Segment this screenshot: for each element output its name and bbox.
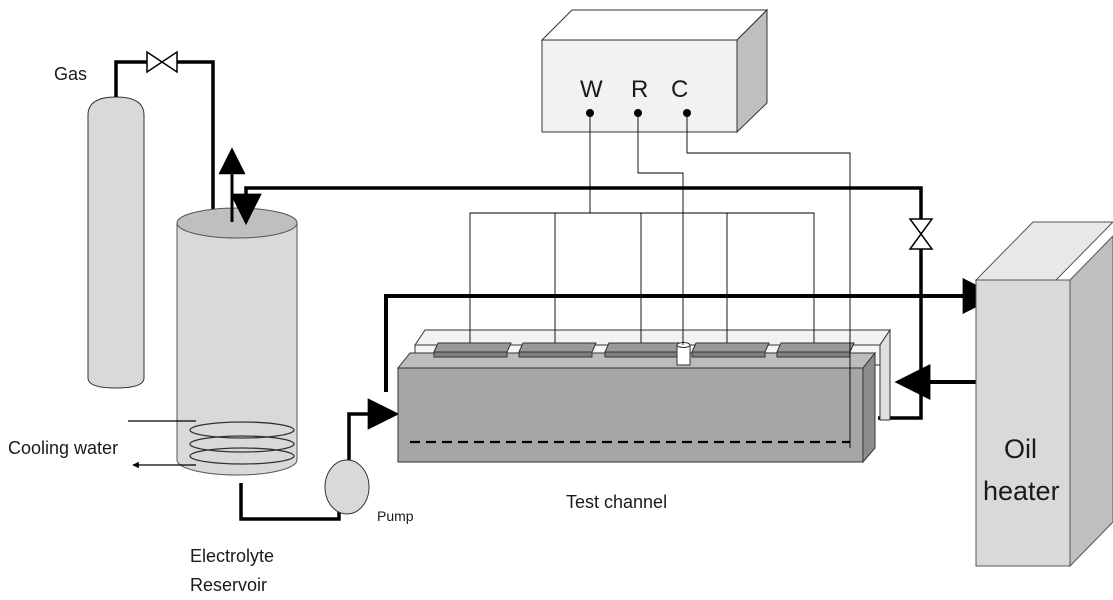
test-channel-label: Test channel <box>566 492 667 512</box>
potentiostat <box>540 8 769 134</box>
cooling-water-label: Cooling water <box>8 438 118 458</box>
reference-electrode-probe <box>676 342 691 366</box>
terminal-r <box>634 109 642 117</box>
wiring <box>469 113 851 448</box>
electrode-w-label: W <box>580 76 603 103</box>
terminal-dots <box>586 109 691 117</box>
gas-valve[interactable] <box>146 50 178 74</box>
electrode-plate-2 <box>518 342 597 358</box>
heater-label: heater <box>983 476 1060 506</box>
oil-label: Oil <box>1004 434 1037 464</box>
terminal-w <box>586 109 594 117</box>
oil-supply-line <box>384 278 999 392</box>
cooling-coil <box>189 421 295 465</box>
reservoir-label: Reservoir <box>190 575 267 595</box>
pump-label: Pump <box>377 508 414 524</box>
pump[interactable] <box>324 459 370 515</box>
terminal-c <box>683 109 691 117</box>
return-line <box>230 186 923 420</box>
electrode-plates <box>433 342 855 358</box>
electrode-plate-5 <box>776 342 855 358</box>
gas-label: Gas <box>54 64 87 84</box>
electrode-plate-1 <box>433 342 512 358</box>
electrolyte-reservoir <box>176 207 298 476</box>
gas-cylinder <box>87 96 145 389</box>
electrode-plate-3 <box>604 342 683 358</box>
oil-heater <box>974 221 1113 568</box>
electrolyte-label: Electrolyte <box>190 546 274 566</box>
electrode-r-label: R <box>631 76 648 103</box>
return-valve[interactable] <box>908 218 934 250</box>
electrode-plate-4 <box>691 342 770 358</box>
electrode-c-label: C <box>671 76 688 103</box>
